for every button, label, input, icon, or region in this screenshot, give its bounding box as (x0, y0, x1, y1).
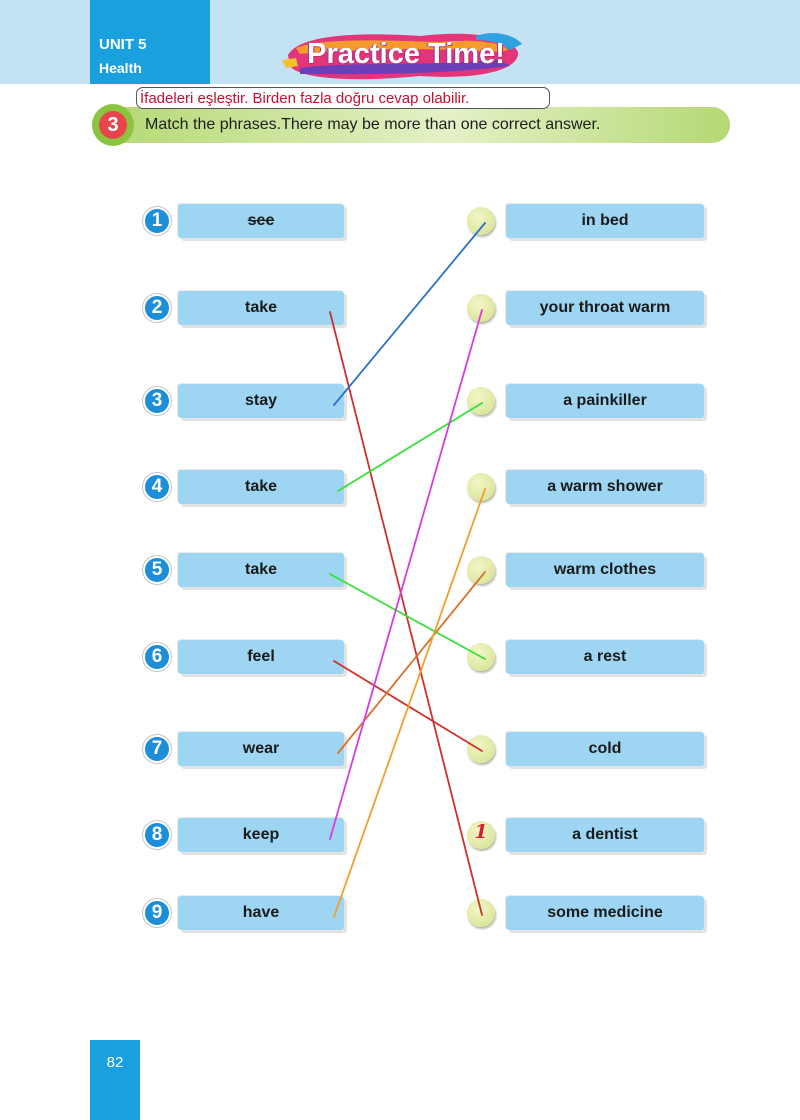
left-number-9: 9 (143, 899, 171, 927)
title-brush-banner (282, 33, 522, 80)
match-line-2-9 (329, 311, 483, 916)
instruction-english: Match the phrases.There may be more than… (145, 116, 601, 133)
right-phrase-8: a dentist (506, 818, 704, 852)
left-number-7: 7 (143, 735, 171, 763)
left-phrase-6: feel (178, 640, 344, 674)
answer-dot-1[interactable] (467, 207, 495, 235)
left-phrase-8: keep (178, 818, 344, 852)
right-phrase-6: a rest (506, 640, 704, 674)
unit-label-box: UNIT 5 Health (90, 0, 210, 84)
left-number-6: 6 (143, 643, 171, 671)
page-title: Practice Time! (307, 38, 505, 70)
left-phrase-9: have (178, 896, 344, 930)
answer-dot-5[interactable] (467, 556, 495, 584)
answer-dot-2[interactable] (467, 294, 495, 322)
right-phrase-1: in bed (506, 204, 704, 238)
answer-dot-4[interactable] (467, 473, 495, 501)
left-phrase-4: take (178, 470, 344, 504)
right-phrase-3: a painkiller (506, 384, 704, 418)
instruction-bar (104, 107, 730, 143)
unit-title: UNIT 5 (99, 36, 147, 53)
left-number-1: 1 (143, 207, 171, 235)
answer-mark-8: 1 (474, 821, 488, 843)
exercise-number: 3 (99, 111, 127, 139)
right-phrase-9: some medicine (506, 896, 704, 930)
left-number-2: 2 (143, 294, 171, 322)
match-line-5-6 (329, 573, 486, 660)
left-phrase-1: see (178, 204, 344, 238)
match-line-8-2 (329, 309, 483, 840)
match-line-3-1 (333, 222, 486, 406)
left-number-4: 4 (143, 473, 171, 501)
right-phrase-5: warm clothes (506, 553, 704, 587)
left-number-5: 5 (143, 556, 171, 584)
right-phrase-4: a warm shower (506, 470, 704, 504)
left-phrase-7: wear (178, 732, 344, 766)
page-number: 82 (106, 1054, 124, 1071)
unit-topic: Health (99, 60, 142, 76)
match-line-4-3 (337, 402, 483, 492)
left-number-8: 8 (143, 821, 171, 849)
right-phrase-2: your throat warm (506, 291, 704, 325)
match-line-7-5 (337, 571, 486, 754)
left-phrase-2: take (178, 291, 344, 325)
page-number-tab: 82 (90, 1040, 140, 1120)
answer-dot-8[interactable]: 1 (467, 821, 495, 849)
answer-dot-7[interactable] (467, 735, 495, 763)
left-number-3: 3 (143, 387, 171, 415)
match-line-9-4 (333, 488, 486, 918)
left-phrase-5: take (178, 553, 344, 587)
instruction-turkish: İfadeleri eşleştir. Birden fazla doğru c… (136, 87, 550, 109)
right-phrase-7: cold (506, 732, 704, 766)
left-phrase-3: stay (178, 384, 344, 418)
